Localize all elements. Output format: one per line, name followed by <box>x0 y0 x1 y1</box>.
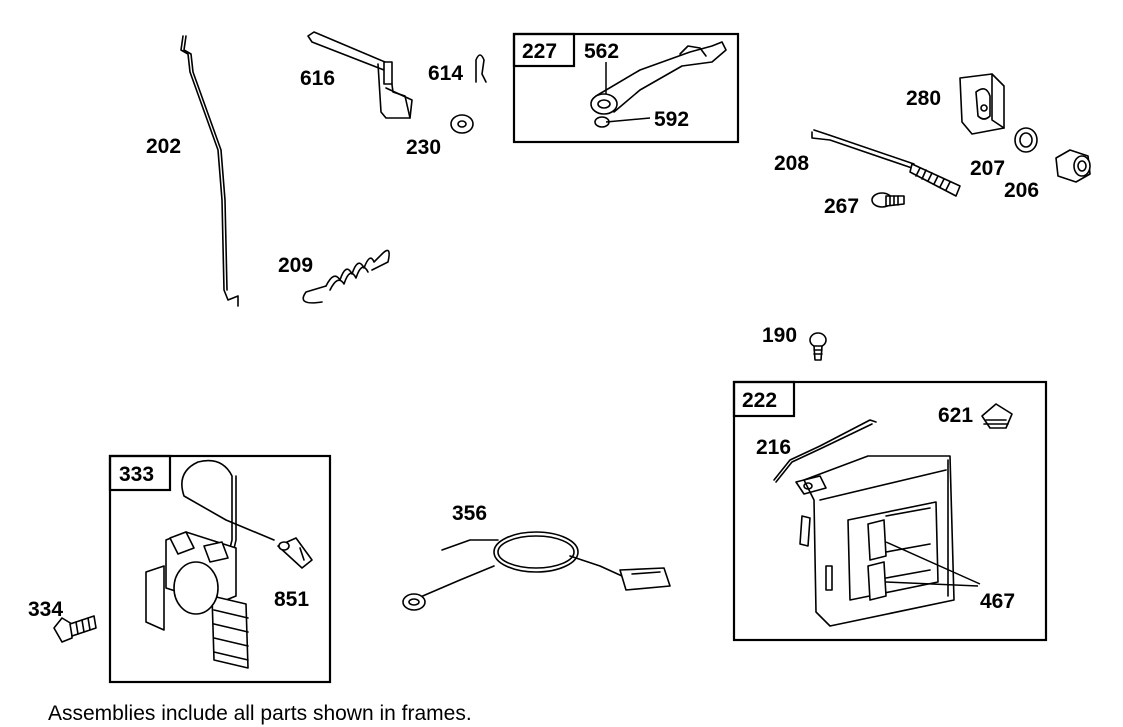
screw-334 <box>53 615 97 643</box>
label-851: 851 <box>274 588 309 611</box>
clip-ring-207 <box>1014 127 1038 153</box>
governor-link-rod-202 <box>180 35 239 307</box>
governor-lever-616 <box>307 31 413 119</box>
wire-216 <box>773 419 877 483</box>
label-562: 562 <box>584 40 619 63</box>
label-207: 207 <box>970 157 1005 180</box>
frame-number-333: 333 <box>119 463 154 486</box>
label-267: 267 <box>824 195 859 218</box>
label-621: 621 <box>938 404 973 427</box>
throttle-lever-562 <box>590 41 727 128</box>
hairpin-clip-614 <box>475 54 487 83</box>
label-202: 202 <box>146 135 181 158</box>
bracket-280 <box>959 73 1005 135</box>
screw-190 <box>809 332 827 361</box>
spark-plug-boot-851 <box>277 537 313 569</box>
frame-number-227: 227 <box>522 40 557 63</box>
frame-222 <box>732 380 1048 642</box>
wire-harness-356 <box>402 531 671 611</box>
label-230: 230 <box>406 136 441 159</box>
ignition-coil-333 <box>145 459 275 669</box>
frame-number-222: 222 <box>742 389 777 412</box>
ignition-bracket-222 <box>795 455 955 627</box>
label-206: 206 <box>1004 179 1039 202</box>
assemblies-caption: Assemblies include all parts shown in fr… <box>48 702 472 725</box>
fitting-206 <box>1055 149 1091 183</box>
label-208: 208 <box>774 152 809 175</box>
label-190: 190 <box>762 324 797 347</box>
label-467: 467 <box>980 590 1015 613</box>
label-334: 334 <box>28 598 63 621</box>
governor-spring-209 <box>302 249 390 304</box>
screw-267 <box>871 192 905 208</box>
clip-621 <box>981 403 1013 429</box>
label-209: 209 <box>278 254 313 277</box>
label-616: 616 <box>300 67 335 90</box>
label-356: 356 <box>452 502 487 525</box>
label-216: 216 <box>756 436 791 459</box>
washer-230 <box>450 114 474 134</box>
label-592: 592 <box>654 108 689 131</box>
label-614: 614 <box>428 62 463 85</box>
frame-333 <box>108 454 332 684</box>
label-280: 280 <box>906 87 941 110</box>
frame-227 <box>512 32 740 144</box>
threaded-rod-208 <box>811 129 961 197</box>
